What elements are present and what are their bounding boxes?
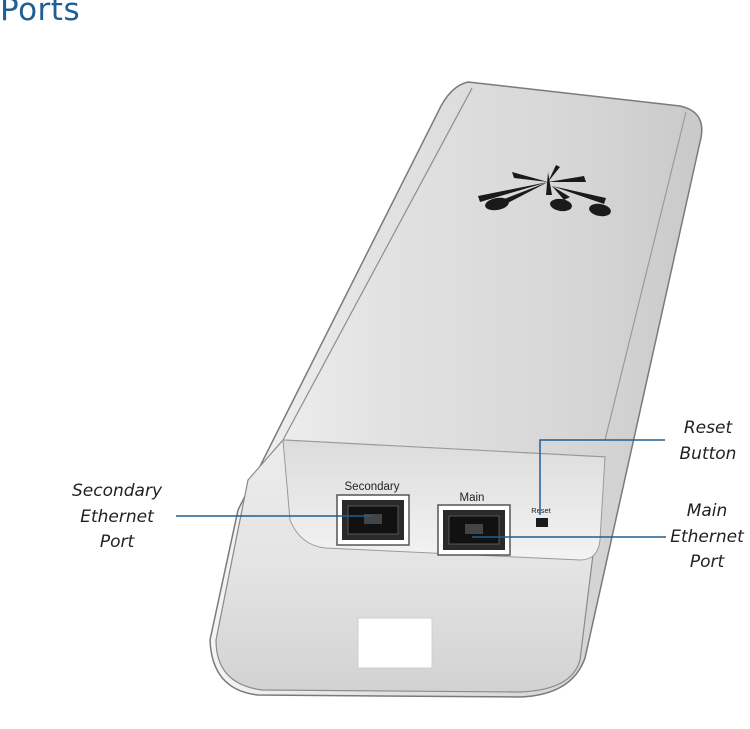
callout-text: Button <box>679 443 737 464</box>
reset-button[interactable] <box>536 518 548 527</box>
label-window <box>357 617 433 669</box>
secondary-ethernet-port[interactable] <box>336 494 410 546</box>
secondary-port-label: Secondary <box>345 481 400 493</box>
callout-text: Port <box>689 552 725 572</box>
device-edge-line <box>282 87 473 441</box>
callout-text: Secondary <box>71 481 163 501</box>
main-port-callout: Main Ethernet Port <box>660 499 750 576</box>
device-edge-line <box>604 111 687 441</box>
reset-label: Reset <box>531 506 552 515</box>
callout-text: Main <box>686 501 728 521</box>
secondary-port-callout: Secondary Ethernet Port <box>62 479 172 556</box>
reset-button-leader-line <box>539 439 665 515</box>
callout-text: Ethernet <box>80 506 154 527</box>
page-title: Ports <box>0 0 81 28</box>
callout-text: Reset <box>683 418 733 438</box>
main-ethernet-port[interactable] <box>437 504 511 556</box>
reset-button-callout: Reset Button <box>666 416 750 467</box>
callout-text: Port <box>99 532 135 552</box>
ubiquiti-logo-icon <box>478 165 611 217</box>
main-port-label: Main <box>460 492 485 504</box>
callout-text: Ethernet <box>670 526 744 547</box>
